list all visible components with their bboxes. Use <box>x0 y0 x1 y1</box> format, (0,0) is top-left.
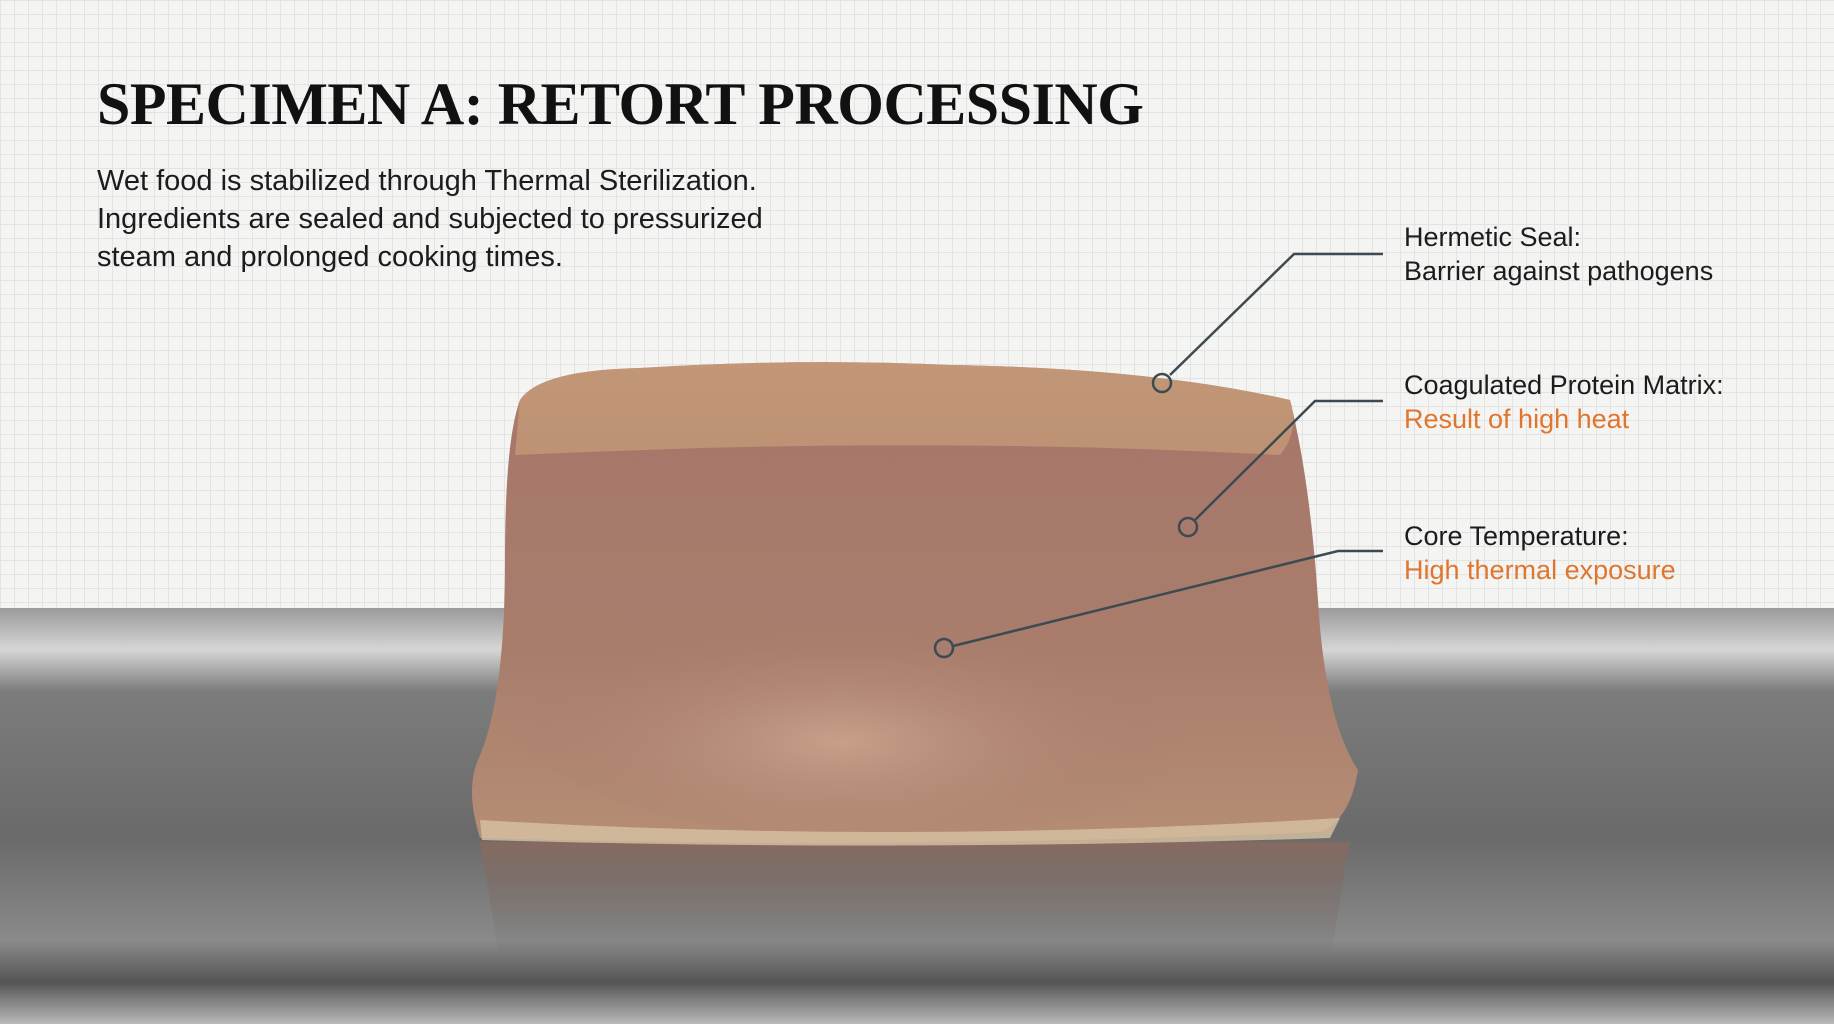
callout-detail: Barrier against pathogens <box>1404 256 1714 286</box>
callout-detail: Result of high heat <box>1404 404 1630 434</box>
hermetic-seal-leader <box>1169 252 1383 376</box>
description-line: steam and prolonged cooking times. <box>97 241 563 273</box>
description: Wet food is stabilized through Thermal S… <box>97 162 897 276</box>
food-reflection <box>480 842 1350 960</box>
description-line: Ingredients are sealed and subjected to … <box>97 203 763 235</box>
callout-hermetic-seal: Hermetic Seal: Barrier against pathogens <box>1404 220 1713 288</box>
page-title: SPECIMEN A: RETORT PROCESSING <box>97 71 1144 137</box>
callout-heading: Core Temperature: <box>1404 521 1629 551</box>
protein-matrix-leader <box>1194 399 1383 521</box>
leader-lines <box>933 252 1383 659</box>
callout-protein-matrix: Coagulated Protein Matrix: Result of hig… <box>1404 368 1724 436</box>
callout-heading: Hermetic Seal: <box>1404 222 1582 252</box>
core-temperature-marker <box>933 637 955 659</box>
callout-heading: Coagulated Protein Matrix: <box>1404 370 1724 400</box>
protein-matrix-marker <box>1177 516 1199 538</box>
hermetic-seal-marker <box>1151 372 1173 394</box>
core-temperature-leader <box>952 549 1383 648</box>
callout-core-temperature: Core Temperature: High thermal exposure <box>1404 519 1676 587</box>
callout-detail: High thermal exposure <box>1404 555 1676 585</box>
description-line: Wet food is stabilized through Thermal S… <box>97 165 757 197</box>
